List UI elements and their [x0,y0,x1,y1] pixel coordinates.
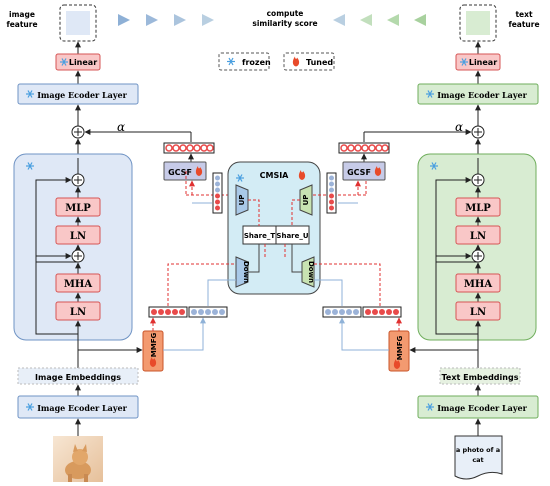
image-linear-label: Linear [69,58,97,67]
legend-frozen-label: frozen [242,58,271,67]
text-mlp [455,197,501,217]
similarity-arrows [118,14,426,26]
image-ln-1-label: LN [70,231,86,242]
text-linear-label: Linear [469,58,497,67]
text-gcsf-label: GCSF [347,168,371,177]
legend-tuned-label: Tuned [306,58,333,67]
cmsia-down-left-label: Down [242,261,250,283]
image-mlp [55,197,101,217]
legend-frozen [218,52,270,71]
image-ln-2 [55,301,101,321]
text-mmfg-label: MMFG [396,336,404,361]
text-mlp-label: MLP [465,203,491,214]
text-mha [455,273,501,293]
text-gcsf [342,161,386,181]
text-embeddings-label: Text Embeddings [442,373,519,382]
image-encoder-bottom [17,395,139,419]
text-input-line-1: a photo of a [456,446,500,454]
text-input-document [454,435,503,480]
text-ln-2-label: LN [470,307,486,318]
image-feature-label-2: feature [6,20,37,29]
cmsia-up-right [299,184,313,216]
image-encoder-top-label: Image Ecoder Layer [37,90,127,100]
text-feature-label-2: feature [508,20,539,29]
image-feature-label: image [9,10,35,19]
text-input-line-2: cat [472,456,483,464]
image-encoder-block [13,153,133,341]
share-t-label: Share_T [244,232,275,240]
text-encoder-bottom [417,395,539,419]
cmsia-up-left-label: UP [238,195,246,206]
image-linear [55,53,101,71]
similarity-label-2: similarity score [252,19,317,28]
text-encoder-top-label: Image Ecoder Layer [437,90,527,100]
image-mha [55,273,101,293]
share-u-label: Share_U [276,232,308,240]
image-embeddings-label: Image Embeddings [35,373,121,382]
image-gcsf-label: GCSF [168,168,192,177]
image-mmfg-label: MMFG [150,333,158,358]
cmsia-down-right-label: Down [307,261,315,283]
cat-photo [53,436,103,482]
text-ln-2 [455,301,501,321]
image-gcsf [163,161,207,181]
text-ln-1 [455,225,501,245]
text-linear [455,53,501,71]
image-gcsf-token-row [163,142,215,154]
image-encoder-bottom-label: Image Ecoder Layer [37,403,127,413]
image-alpha: α [117,120,125,134]
image-ln-2-label: LN [70,307,86,318]
text-side-tokens [326,172,337,214]
cmsia-label: CMSIA [260,171,290,180]
text-feature-label: text [515,10,533,19]
text-token-row-blue [322,306,362,318]
text-ln-1-label: LN [470,231,486,242]
image-side-tokens [212,172,223,214]
similarity-label: compute [267,9,304,18]
image-embeddings [18,368,138,384]
text-token-row-red [362,306,402,318]
text-alpha: α [455,120,463,134]
image-token-row-red [148,306,188,318]
cmsia-down-left [235,256,249,288]
image-token-row-blue [188,306,228,318]
cmsia-down-right [301,256,315,288]
text-gcsf-token-row [338,142,390,154]
text-encoder-top [417,83,539,105]
text-mha-label: MHA [464,279,493,290]
image-mlp-label: MLP [65,203,91,214]
image-mha-label: MHA [64,279,93,290]
text-encoder-bottom-label: Image Ecoder Layer [437,403,527,413]
text-embeddings [440,368,520,384]
image-ln-1 [55,225,101,245]
cmsia-up-right-label: UP [302,195,310,206]
image-encoder-top [17,83,139,105]
cmsia-up-left [235,184,249,216]
